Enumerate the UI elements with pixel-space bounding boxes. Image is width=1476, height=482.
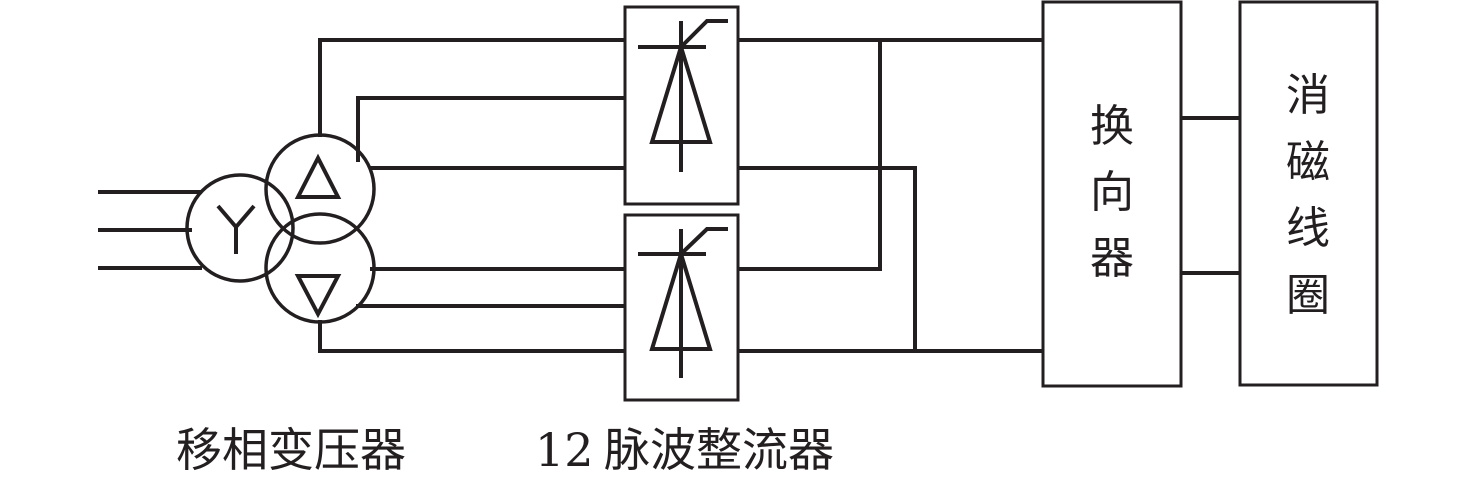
coil-char-2: 磁: [1286, 137, 1330, 188]
thyristor-icon: [638, 19, 728, 172]
degaussing-coil-box: [1238, 0, 1379, 387]
transformer-caption: 移相变压器: [176, 423, 406, 477]
coil-char-1: 消: [1286, 70, 1330, 121]
three-phase-input: [98, 190, 202, 270]
commutator-box: [1041, 0, 1183, 388]
rectifier-upper: [623, 5, 740, 206]
coil-char-3: 线: [1286, 203, 1330, 254]
phase-shift-transformer: [185, 133, 376, 324]
commutator-block: 换 向 器: [1041, 0, 1183, 388]
degaussing-coil-block: 消 磁 线 圈: [1238, 0, 1379, 387]
wiring: [318, 38, 1242, 353]
thyristor-icon: [638, 227, 728, 378]
wire-lower-3: [318, 320, 627, 353]
rectifier-caption-number: 12: [535, 423, 594, 477]
wye-icon: [216, 204, 256, 254]
commutator-char-2: 向: [1090, 167, 1134, 218]
delta-icon: [294, 153, 342, 199]
rectifier-caption-text: 脉波整流器: [604, 423, 834, 477]
coil-char-4: 圈: [1286, 270, 1330, 321]
rectifier-lower: [623, 213, 740, 402]
inverted-delta-icon: [294, 274, 342, 319]
commutator-char-1: 换: [1090, 101, 1134, 152]
commutator-char-3: 器: [1090, 233, 1134, 284]
wire-upper-1: [318, 38, 627, 137]
dc-series-link-2: [736, 166, 917, 353]
primary-winding: [185, 173, 295, 283]
dc-series-link: [736, 38, 882, 271]
wire-upper-2: [356, 96, 627, 162]
